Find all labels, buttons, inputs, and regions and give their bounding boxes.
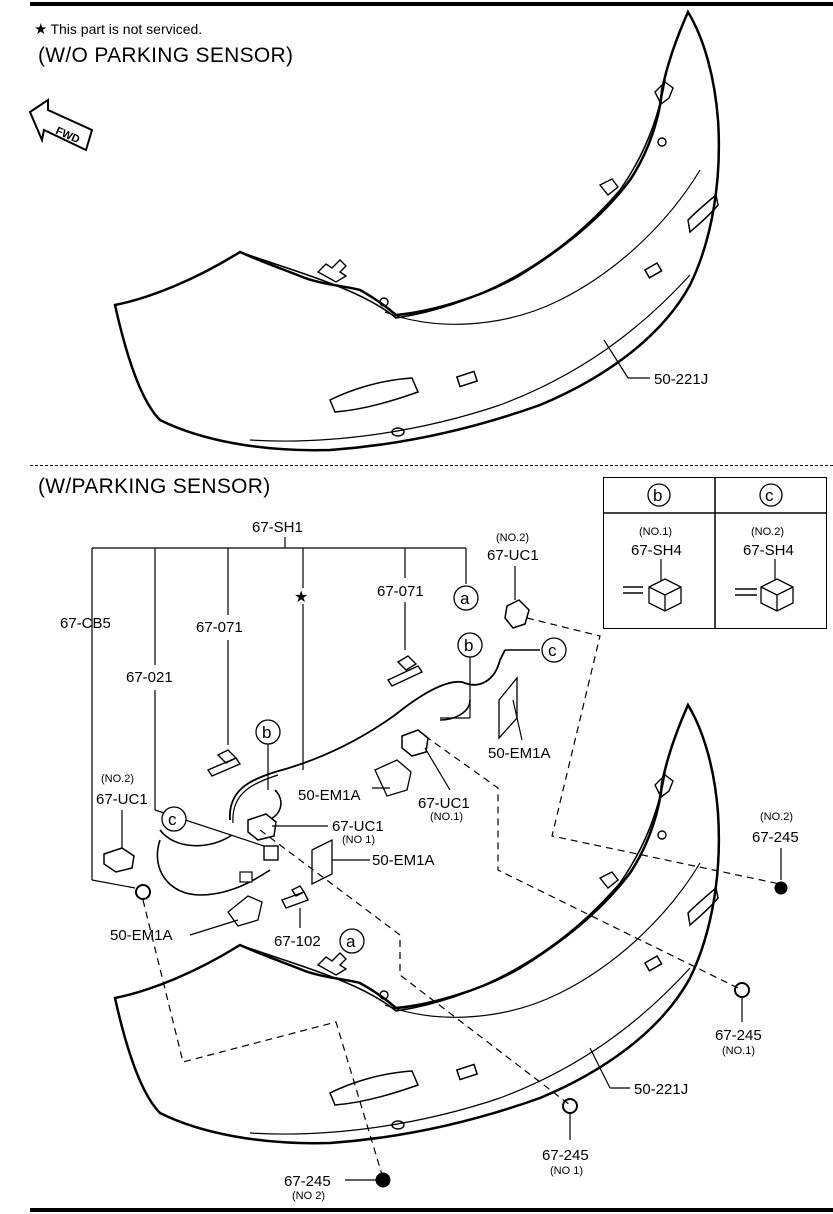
- part-021-label: 67-021: [126, 669, 173, 686]
- uc1-left-label: 67-UC1: [96, 791, 148, 808]
- fwd-arrow-icon: FWD: [28, 98, 94, 152]
- note-text: This part is not serviced.: [50, 21, 203, 37]
- circle-letter-b-left: b: [255, 719, 281, 745]
- uc1-left-no: (NO.2): [101, 773, 134, 785]
- bumper-top-label: 50-221J: [654, 371, 708, 388]
- rear-bumper-top: [113, 10, 721, 452]
- star-icon-harness: ★: [294, 589, 308, 606]
- sensor-uc1-top-icon: [504, 599, 530, 629]
- rear-bumper-bottom: [113, 703, 721, 1145]
- bottom-rule: [30, 1208, 833, 1212]
- svg-text:a: a: [460, 589, 470, 608]
- uc1-right-no: (NO.1): [430, 811, 463, 823]
- em1a-top-right-label: 50-EM1A: [488, 745, 551, 762]
- cb5-label: 67-CB5: [60, 615, 111, 632]
- svg-text:c: c: [548, 641, 557, 660]
- clip-102-icon: [281, 885, 309, 909]
- uc1-mid-label: 67-UC1: [332, 818, 384, 835]
- section-divider: [30, 465, 833, 466]
- legend-cell-c: c (NO.2) 67-SH4: [734, 482, 794, 612]
- legend-letter-c: c: [765, 486, 774, 505]
- g245-right-no: (NO.1): [722, 1045, 755, 1057]
- legend-cell-b: b (NO.1) 67-SH4: [622, 482, 682, 612]
- uc1-right-label: 67-UC1: [418, 795, 470, 812]
- star-icon: ★: [34, 21, 48, 38]
- sensor-uc1-left-icon: [103, 847, 135, 873]
- uc1-mid-no: (NO 1): [342, 834, 375, 846]
- circle-letter-c-right: c: [541, 637, 567, 663]
- harness-group-bracket: 67-SH1 ★: [91, 519, 467, 889]
- uc1-top-no: (NO.2): [496, 532, 529, 544]
- section-title-without-sensor: (W/O PARKING SENSOR): [38, 44, 294, 67]
- svg-text:a: a: [346, 932, 356, 951]
- em1a-mid-label: 50-EM1A: [298, 787, 361, 804]
- legend-letter-b: b: [653, 486, 662, 505]
- svg-text:b: b: [262, 723, 271, 742]
- g245-right-label: 67-245: [715, 1027, 762, 1044]
- not-serviced-note: ★This part is not serviced.: [34, 20, 202, 38]
- section-title-with-sensor: (W/PARKING SENSOR): [38, 475, 271, 498]
- part-071-left-label: 67-071: [196, 619, 243, 636]
- svg-text:b: b: [464, 636, 473, 655]
- part-102-label: 67-102: [274, 933, 321, 950]
- g245-bottom-no: (NO 2): [292, 1190, 325, 1202]
- sensor-uc1-mid-icon: [247, 813, 277, 841]
- legend-c-no: (NO.2): [751, 526, 784, 538]
- legend-table: b (NO.1) 67-SH4 c (NO.2) 67-SH4: [602, 476, 827, 629]
- legend-b-part: 67-SH4: [631, 542, 682, 559]
- circle-letter-a-bottom: a: [339, 928, 365, 954]
- top-rule: [30, 2, 833, 6]
- legend-c-part: 67-SH4: [743, 542, 794, 559]
- legend-b-no: (NO.1): [639, 526, 672, 538]
- circle-letter-a-top: a: [453, 585, 479, 611]
- clip-071-left-icon: [206, 749, 242, 777]
- g245-right-top-no: (NO.2): [760, 811, 793, 823]
- bumper-bottom-label: 50-221J: [634, 1081, 688, 1098]
- circle-letter-c-left: c: [161, 806, 187, 832]
- circle-letter-b-right: b: [457, 632, 483, 658]
- g245-center-label: 67-245: [542, 1147, 589, 1164]
- g245-right-top-label: 67-245: [752, 829, 799, 846]
- uc1-top-label: 67-UC1: [487, 547, 539, 564]
- harness-group-label: 67-SH1: [252, 519, 303, 536]
- sensor-uc1-right-icon: [401, 729, 429, 757]
- clip-071-right-icon: [386, 655, 424, 687]
- em1a-center-label: 50-EM1A: [372, 852, 435, 869]
- dashed-leaders: [142, 617, 781, 1179]
- em1a-left-label: 50-EM1A: [110, 927, 173, 944]
- g245-center-no: (NO 1): [550, 1165, 583, 1177]
- g245-bottom-label: 67-245: [284, 1173, 331, 1190]
- part-071-right-label: 67-071: [377, 583, 424, 600]
- svg-text:c: c: [168, 810, 177, 829]
